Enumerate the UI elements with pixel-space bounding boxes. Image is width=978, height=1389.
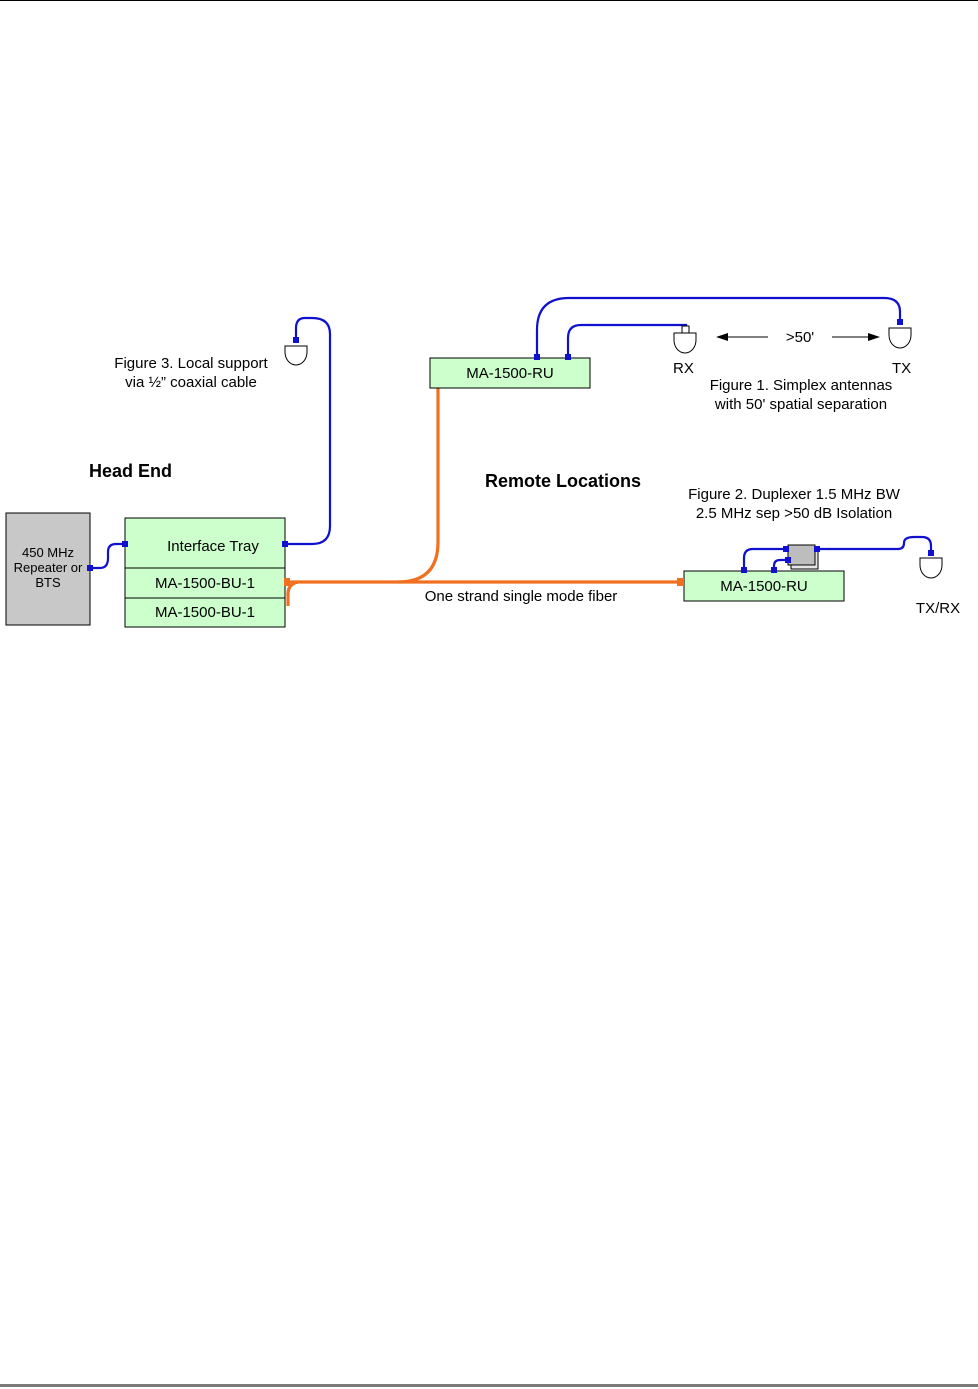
rx-label: RX <box>673 360 694 377</box>
figure3-line2: via ½” coaxial cable <box>125 374 257 391</box>
separation-label: >50' <box>786 329 814 346</box>
fiber-label: One strand single mode fiber <box>425 588 618 605</box>
tx-label: TX <box>892 360 911 377</box>
coax-ru-to-tx <box>535 296 902 358</box>
bts-label-line2: Repeater or <box>14 560 83 575</box>
bu-2-label: MA-1500-BU-1 <box>155 604 255 621</box>
bts-label-line1: 450 MHz <box>22 545 74 560</box>
bts-label-line3: BTS <box>35 575 61 590</box>
ru-top-box <box>429 357 591 389</box>
duplexer-port-a <box>783 546 789 552</box>
ru-top-port-a <box>534 354 540 360</box>
figure3-line1: Figure 3. Local support <box>114 355 268 372</box>
bu-fiber-port <box>284 578 290 586</box>
separation-arrow-right <box>832 333 880 341</box>
bts-port <box>87 565 93 571</box>
bu-1-label: MA-1500-BU-1 <box>155 575 255 592</box>
duplexer-port-out <box>814 546 820 552</box>
bts-box <box>5 512 91 626</box>
ru-bottom-port-b <box>771 567 777 573</box>
interface-tray-label: Interface Tray <box>167 538 259 555</box>
coax-tray-to-local-antenna <box>286 316 332 546</box>
tray-port-left <box>122 541 128 547</box>
tray-port-right <box>282 541 288 547</box>
figure1-line1: Figure 1. Simplex antennas <box>710 377 893 394</box>
ru-bottom-label: MA-1500-RU <box>720 578 808 595</box>
bu-2-box <box>124 597 286 628</box>
antenna-icon <box>284 337 308 366</box>
ru-bottom-fiber-port <box>677 578 684 586</box>
coax-bts-to-tray <box>91 542 126 570</box>
ru-top-port-b <box>565 354 571 360</box>
coax-ru-to-rx <box>566 323 688 358</box>
coax-duplexer-to-antenna <box>817 535 933 552</box>
separation-arrow-left <box>716 333 768 341</box>
fiber-link-main <box>287 388 440 584</box>
figure1-line2: with 50' spatial separation <box>714 396 887 413</box>
antenna-icon <box>888 319 912 349</box>
ru-top-label: MA-1500-RU <box>466 365 554 382</box>
figure2-line2: 2.5 MHz sep >50 dB Isolation <box>696 505 892 522</box>
coax-ru-to-duplexer-b <box>772 558 788 572</box>
txrx-label: TX/RX <box>916 600 960 617</box>
antenna-icon <box>673 325 697 354</box>
head-end-title: Head End <box>89 461 172 481</box>
coax-ru-to-duplexer-a <box>742 547 786 572</box>
duplexer-port-b <box>785 557 791 563</box>
ru-bottom-port-a <box>741 567 747 573</box>
fiber-link-bu2 <box>286 580 299 606</box>
antenna-icon <box>919 550 943 579</box>
duplexer-icon <box>787 544 819 570</box>
remote-locations-title: Remote Locations <box>485 471 641 491</box>
top-rule <box>0 0 978 1</box>
figure2-line1: Figure 2. Duplexer 1.5 MHz BW <box>688 486 901 503</box>
bottom-rule <box>0 1384 978 1387</box>
